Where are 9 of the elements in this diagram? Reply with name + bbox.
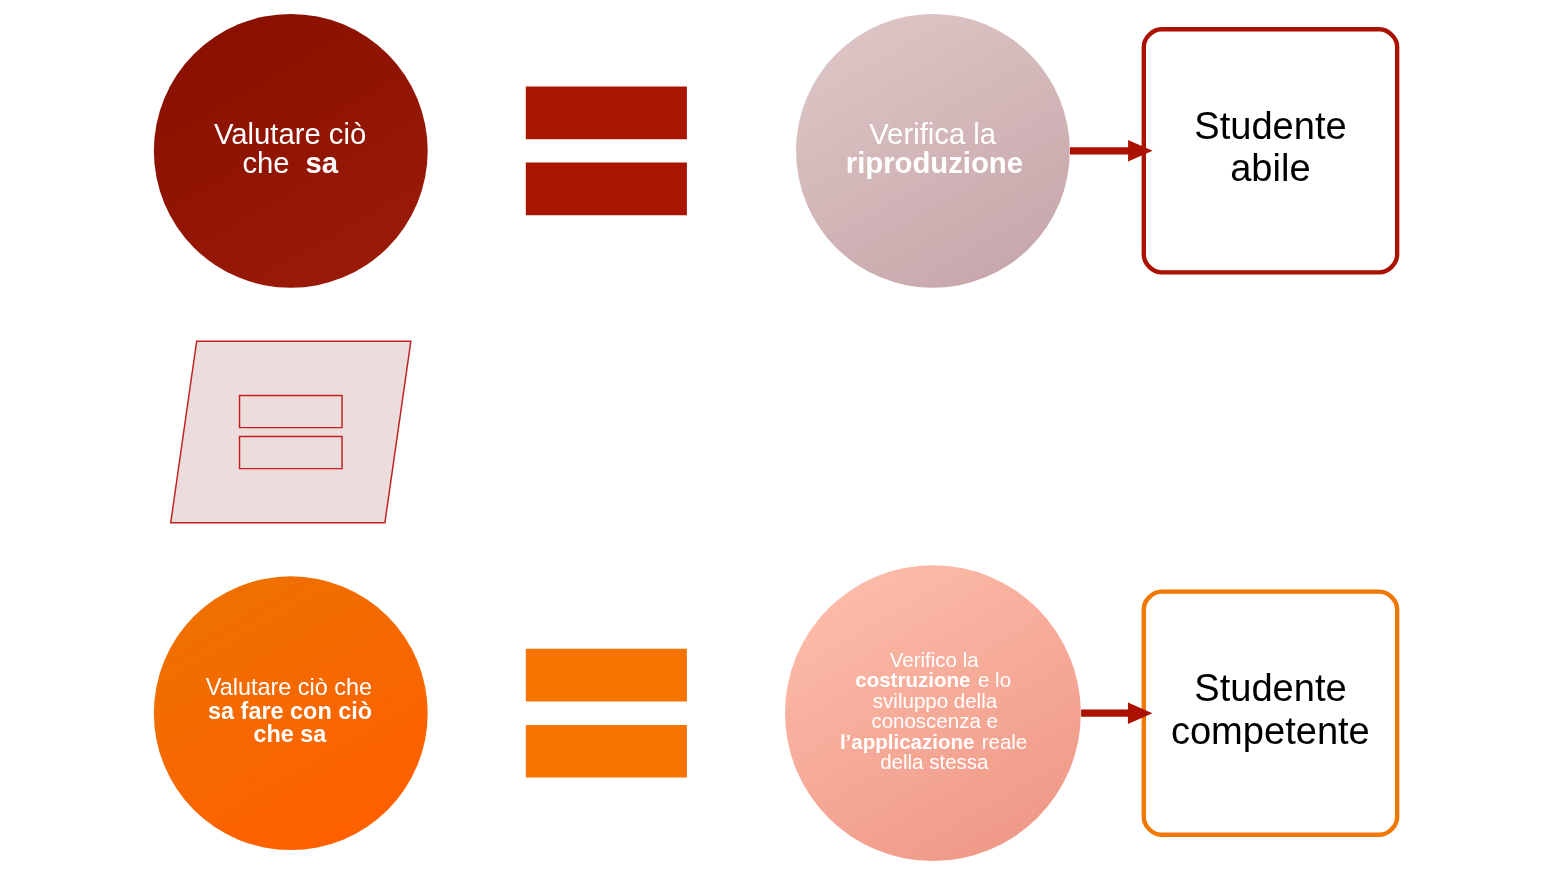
node-circle: Valutare ciò che sa: [153, 13, 428, 288]
arrow: [1069, 140, 1153, 162]
node-box: Studente competente: [1141, 589, 1399, 837]
node-box: Studente abile: [1141, 27, 1399, 275]
node-circle: Verifica la riproduzione: [795, 13, 1070, 288]
node-circle: Valutare ciò che sa fare con ciò che sa: [153, 576, 428, 851]
node-circle: Verifico la costruzione e lo sviluppo della conoscenza e l’applicazione reale della stessa: [784, 565, 1081, 862]
node-not-equal: [169, 340, 412, 524]
arrow: [1080, 702, 1152, 724]
